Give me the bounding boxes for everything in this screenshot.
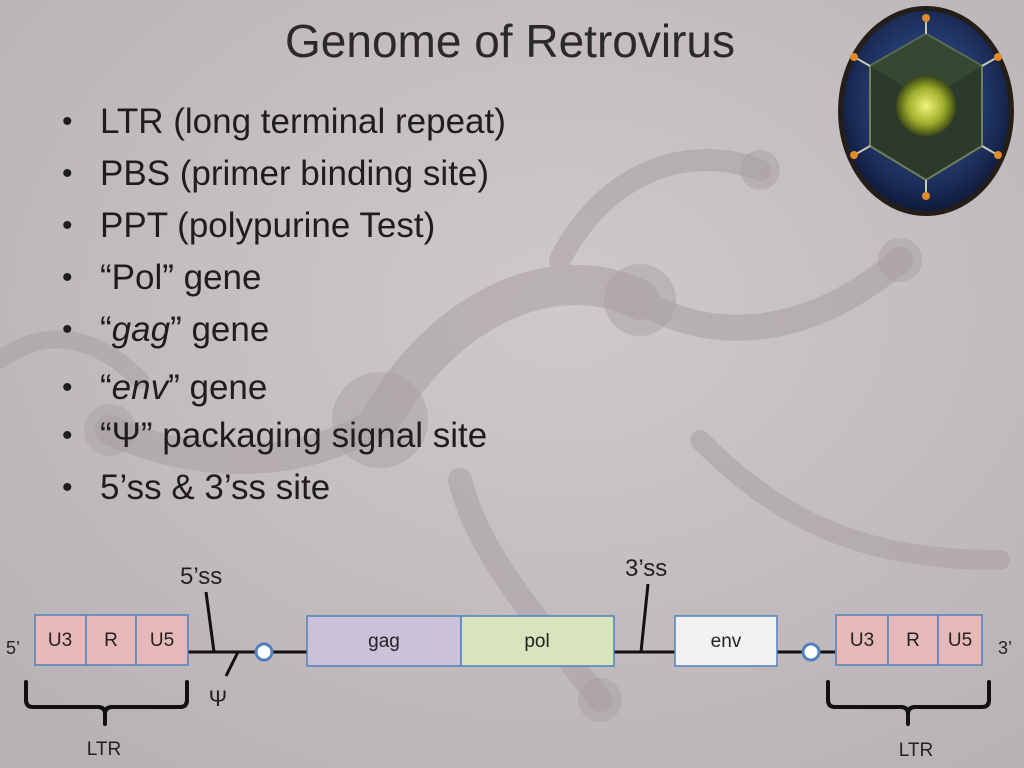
bullet-item: • “env” gene <box>62 362 506 414</box>
bullet-dot: • <box>62 261 73 294</box>
ltr-right-brace <box>826 680 991 726</box>
retrovirus-genome-diagram: 5’ U3 R U5 LTR 5’ss Ψ gag pol 3’ss env U… <box>6 555 1012 761</box>
bullet-item: • 5’ss & 3’ss site <box>62 462 506 514</box>
ltr-right-u5-label: U5 <box>948 630 972 651</box>
bullet-text-part: “ <box>100 310 112 349</box>
ss5-label: 5’ss <box>180 563 222 590</box>
ltr-left-u5-box <box>135 614 189 666</box>
ltr-left-u3-label: U3 <box>48 630 72 651</box>
bullet-dot: • <box>62 313 73 346</box>
bullet-text: LTR (long terminal repeat) <box>100 102 506 141</box>
ss3-marker <box>639 583 650 653</box>
bullet-text-part: ” gene <box>168 368 268 407</box>
bullet-text-part: ” gene <box>170 310 270 349</box>
ltr-left-u5-label: U5 <box>150 630 174 651</box>
bullet-item: • LTR (long terminal repeat) <box>62 96 506 148</box>
slide-title: Genome of Retrovirus <box>285 15 735 67</box>
end-5-label: 5’ <box>6 638 20 658</box>
end-3-label: 3’ <box>998 638 1012 658</box>
ltr-left-r-label: R <box>104 630 118 651</box>
env-gene-label: env <box>711 631 742 652</box>
ltr-left-label: LTR <box>87 739 121 760</box>
bullet-dot: • <box>62 471 73 504</box>
bullet-dot: • <box>62 419 73 452</box>
bullet-dot: • <box>62 371 73 404</box>
ss5-marker <box>204 591 216 653</box>
bullet-dot: • <box>62 209 73 242</box>
pbs-site-circle <box>254 642 274 662</box>
bullet-text: “env” gene <box>100 368 267 407</box>
psi-label: Ψ <box>209 686 227 711</box>
bullet-dot: • <box>62 157 73 190</box>
ltr-left-r-box <box>85 614 137 666</box>
bullet-text-part: “ <box>100 368 112 407</box>
bullet-list: • LTR (long terminal repeat) • PBS (primer… <box>62 96 506 514</box>
virus-capsid-image <box>838 6 1014 216</box>
gag-gene-label: gag <box>368 631 400 652</box>
ltr-right-u3-box <box>835 614 889 666</box>
ltr-right-u3-label: U3 <box>850 630 874 651</box>
psi-marker <box>224 651 240 677</box>
bullet-text: 5’ss & 3’ss site <box>100 468 331 507</box>
bullet-item: • PBS (primer binding site) <box>62 148 506 200</box>
ltr-right-label: LTR <box>899 740 933 761</box>
ltr-left-brace <box>24 680 189 726</box>
pol-gene-label: pol <box>524 631 549 652</box>
env-gene-box <box>674 615 778 667</box>
pol-gene-box <box>460 615 615 667</box>
bullet-text-italic: gag <box>111 310 171 349</box>
bullet-text: “Ψ” packaging signal site <box>100 416 488 455</box>
ss3-label: 3’ss <box>625 555 667 582</box>
bullet-text: “Pol” gene <box>100 258 262 297</box>
bullet-dot: • <box>62 105 73 138</box>
ppt-site-circle <box>801 642 821 662</box>
ltr-right-r-label: R <box>906 630 920 651</box>
bullet-text: PPT (polypurine Test) <box>100 206 436 245</box>
ltr-left-u3-box <box>34 614 87 666</box>
bullet-item: • PPT (polypurine Test) <box>62 200 506 252</box>
bullet-text-italic: env <box>111 368 169 407</box>
bullet-item: • “Pol” gene <box>62 252 506 304</box>
bullet-text: “gag” gene <box>100 310 269 349</box>
bullet-item: • “Ψ” packaging signal site <box>62 410 506 462</box>
bullet-text: PBS (primer binding site) <box>100 154 490 193</box>
ltr-right-u5-box <box>937 614 983 666</box>
ltr-right-r-box <box>887 614 939 666</box>
bullet-item: • “gag” gene <box>62 304 506 356</box>
